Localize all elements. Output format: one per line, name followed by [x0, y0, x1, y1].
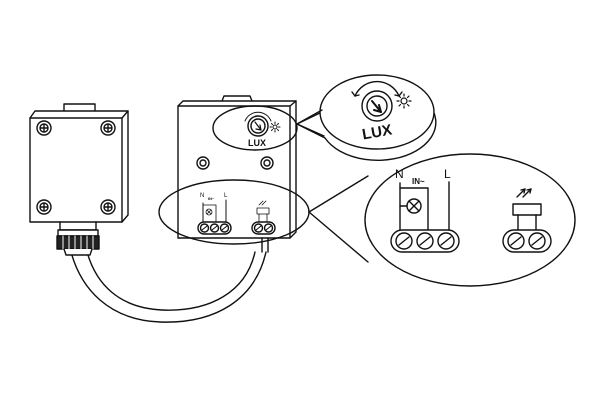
lamp-icon	[406, 198, 422, 214]
screw-top-right	[100, 120, 116, 136]
terminal-in-label-large: IN~	[412, 177, 425, 186]
terminal-block-2	[502, 229, 552, 253]
sun-icon	[269, 121, 281, 133]
terminal-l-label-small: L	[224, 193, 228, 199]
terminal-block-small: N IN~ L	[197, 193, 276, 235]
terminal-l-label-large: L	[444, 167, 451, 181]
mounting-hole-right	[260, 156, 274, 170]
terminal-n-label-small: N	[200, 193, 204, 199]
connecting-cable	[69, 247, 267, 323]
lux-dial-small: LUX	[241, 111, 281, 148]
dial-arrow-icon-large	[371, 100, 382, 113]
remote-sensor-housing	[29, 103, 129, 256]
screw-bottom-left	[36, 199, 52, 215]
terminal-in-label-small: IN~	[208, 196, 215, 201]
terminal-n-label-large: N	[395, 167, 404, 181]
dial-label-small: LUX	[248, 138, 266, 148]
control-unit-housing	[177, 95, 297, 253]
terminal-zoom-callout: N IN~ L	[308, 153, 576, 287]
dial-highlight-ellipse	[212, 105, 298, 151]
photocell-icon	[512, 188, 542, 232]
cable-gland	[56, 221, 100, 256]
lamp-icon-small	[205, 208, 213, 216]
dial-label-large: LUX	[361, 122, 393, 144]
photocell-icon-small	[256, 200, 270, 223]
screw-top-left	[36, 120, 52, 136]
mounting-hole-left	[196, 156, 210, 170]
dial-zoom-callout: LUX	[296, 74, 437, 161]
dial-arrow-icon	[254, 121, 262, 131]
sun-icon-large	[396, 93, 412, 109]
screw-bottom-right	[100, 199, 116, 215]
terminal-block-3	[390, 229, 460, 253]
